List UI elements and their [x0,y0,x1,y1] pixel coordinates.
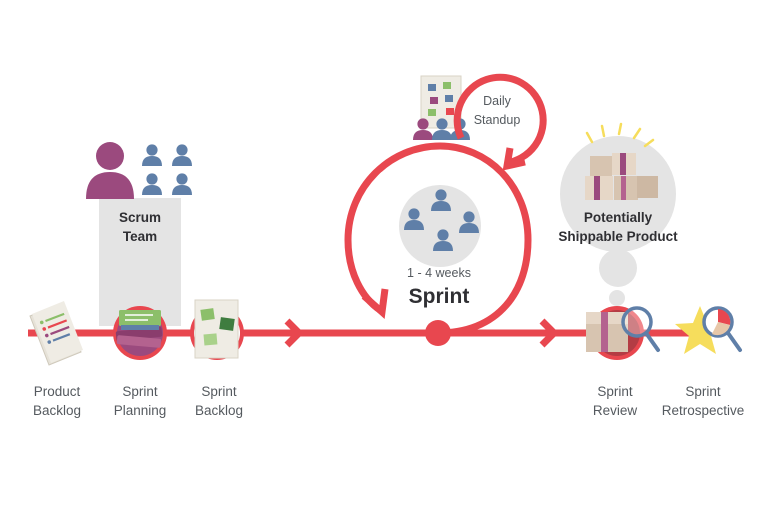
daily-standup-label: Daily Standup [473,94,521,127]
scrum-team-panel [99,198,181,326]
thought-bubble [599,249,637,287]
thought-bubble-small [609,290,625,306]
stacked-cards-icon [113,306,167,360]
product-boxes-icon [585,153,658,200]
potentially-shippable-label: Potentially Shippable Product [558,210,678,244]
sticky-notes-icon [190,299,244,360]
flow-arrow-icon [539,318,559,348]
team-members-icon [142,144,192,195]
sprint-node [425,320,451,346]
product-owner-icon [86,142,134,199]
flow-arrow-icon [284,318,304,348]
magnified-box-icon [586,306,660,360]
stage-label-sprint-review: Sprint Review [592,384,638,418]
stage-label-sprint-retrospective: Sprint Retrospective [661,384,745,418]
sparkle-icon [585,122,655,148]
stage-label-sprint-planning: Sprint Planning [113,384,167,418]
stage-label-product-backlog: Product Backlog [32,384,82,418]
sprint-title: Sprint [408,285,470,308]
sprint-duration: 1 - 4 weeks [407,266,471,280]
magnified-star-icon [675,306,742,354]
sprint-team-circle [399,185,481,267]
scrum-team-label: Scrum Team [118,210,162,244]
stage-label-sprint-backlog: Sprint Backlog [194,384,244,418]
daily-standup-loop [453,73,547,171]
sprint-loop [344,142,532,337]
document-list-icon [29,301,83,366]
